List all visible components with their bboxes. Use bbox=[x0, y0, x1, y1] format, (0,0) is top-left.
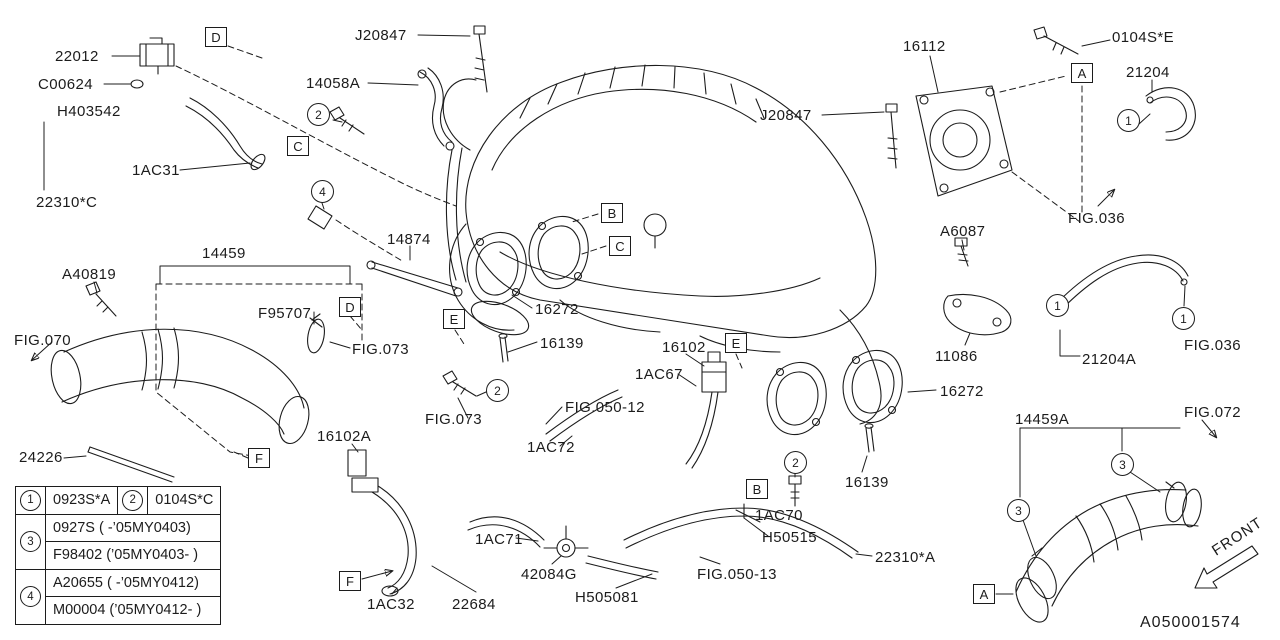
callout-circle-2-2: 2 bbox=[486, 379, 509, 402]
part-label-0104s-e: 0104S*E bbox=[1112, 29, 1175, 46]
part-label-21204: 21204 bbox=[1126, 64, 1170, 81]
part-label-22310-a: 22310*A bbox=[875, 549, 936, 566]
part-label-14459: 14459 bbox=[202, 245, 246, 262]
leader-lines bbox=[32, 34, 1216, 595]
part-label-16112: 16112 bbox=[903, 38, 946, 55]
part-label-1ac71: 1AC71 bbox=[475, 531, 523, 548]
throttle-body-shape bbox=[915, 85, 1013, 197]
legend-part-number: 0927S ( -’05MY0403) bbox=[44, 513, 222, 542]
part-label-16272-1: 16272 bbox=[535, 301, 579, 318]
part-label-fig072: FIG.072 bbox=[1184, 404, 1241, 421]
part-label-f95707: F95707 bbox=[258, 305, 312, 322]
legend-circle-3: 3 bbox=[20, 531, 41, 552]
callout-circle-2-1: 2 bbox=[307, 103, 330, 126]
part-label-fig073-2: FIG.073 bbox=[425, 411, 482, 428]
legend-row-3: F98402 (’05MY0403- ) bbox=[16, 541, 222, 570]
part-label-1ac67: 1AC67 bbox=[635, 366, 683, 383]
legend-cell: 3 bbox=[15, 513, 46, 570]
section-box-b-1: B bbox=[601, 203, 623, 223]
section-box-a-2: A bbox=[973, 584, 995, 604]
intake-duct-shape bbox=[50, 313, 325, 445]
dashed-lines bbox=[155, 45, 1083, 459]
corrugated-duct-shape bbox=[1015, 481, 1202, 623]
callout-circle-1-2: 1 bbox=[1046, 294, 1069, 317]
legend-row-4: 4 A20655 ( -’05MY0412) bbox=[15, 568, 222, 625]
part-label-fig036-1: FIG.036 bbox=[1068, 210, 1125, 227]
part-label-11086: 11086 bbox=[935, 348, 978, 365]
legend-part-number: 0923S*A bbox=[44, 486, 119, 515]
section-box-a-1: A bbox=[1071, 63, 1093, 83]
part-label-a40819: A40819 bbox=[62, 266, 117, 283]
callout-circle-2-3: 2 bbox=[784, 451, 807, 474]
part-label-fig073-1: FIG.073 bbox=[352, 341, 409, 358]
section-box-c-1: C bbox=[287, 136, 309, 156]
section-box-e-2: E bbox=[725, 333, 747, 353]
section-box-d-2: D bbox=[339, 297, 361, 317]
section-box-b-2: B bbox=[746, 479, 768, 499]
part-label-14874: 14874 bbox=[387, 231, 431, 248]
part-label-16102: 16102 bbox=[662, 339, 706, 356]
callout-circle-1-1: 1 bbox=[1117, 109, 1140, 132]
part-label-16102a: 16102A bbox=[317, 428, 372, 445]
part-label-fig050-12: FIG.050-12 bbox=[565, 399, 645, 416]
legend-circle-2: 2 bbox=[122, 489, 144, 511]
part-label-16139-2: 16139 bbox=[845, 474, 889, 491]
callout-circle-3-1: 3 bbox=[1111, 453, 1134, 476]
part-label-fig050-13: FIG.050-13 bbox=[697, 566, 777, 583]
section-box-e-1: E bbox=[443, 309, 465, 329]
part-label-1ac70: 1AC70 bbox=[755, 507, 803, 524]
section-box-c-2: C bbox=[609, 236, 631, 256]
legend-cell: 2 bbox=[117, 486, 149, 515]
part-label-1ac72: 1AC72 bbox=[527, 439, 575, 456]
part-label-42084g: 42084G bbox=[521, 566, 577, 583]
legend-part-number: M00004 (’05MY0412- ) bbox=[44, 596, 222, 625]
part-label-24226: 24226 bbox=[19, 449, 63, 466]
section-box-f-1: F bbox=[248, 448, 270, 468]
part-label-h505081: H505081 bbox=[575, 589, 639, 606]
part-label-h50515: H50515 bbox=[762, 529, 817, 546]
part-label-22684: 22684 bbox=[452, 596, 496, 613]
part-label-h403542: H403542 bbox=[57, 103, 121, 120]
part-label-a6087: A6087 bbox=[940, 223, 986, 240]
part-label-16272-2: 16272 bbox=[940, 383, 984, 400]
part-label-14058a: 14058A bbox=[306, 75, 361, 92]
part-label-1ac31: 1AC31 bbox=[132, 162, 180, 179]
part-label-fig070: FIG.070 bbox=[14, 332, 71, 349]
part-label-16139-1: 16139 bbox=[540, 335, 584, 352]
drawing-number: A050001574 bbox=[1140, 614, 1241, 631]
section-box-f-2: F bbox=[339, 571, 361, 591]
legend-part-number: F98402 (’05MY0403- ) bbox=[44, 541, 222, 570]
callout-circle-1-3: 1 bbox=[1172, 307, 1195, 330]
callout-circle-3-2: 3 bbox=[1007, 499, 1030, 522]
part-label-j20847-1: J20847 bbox=[355, 27, 407, 44]
callout-circle-4-1: 4 bbox=[311, 180, 334, 203]
legend-circle-4: 4 bbox=[20, 586, 41, 607]
front-arrow: FRONT bbox=[1194, 514, 1266, 589]
section-box-d-1: D bbox=[205, 27, 227, 47]
part-label-14459a: 14459A bbox=[1015, 411, 1070, 428]
legend-cell: 1 bbox=[15, 486, 46, 515]
part-label-21204a: 21204A bbox=[1082, 351, 1137, 368]
part-label-c00624: C00624 bbox=[38, 76, 93, 93]
gasket-shapes bbox=[466, 215, 903, 436]
legend-row-1: 1 0923S*A 2 0104S*C bbox=[15, 486, 222, 515]
part-label-1ac32: 1AC32 bbox=[367, 596, 415, 613]
small-part-shapes bbox=[87, 37, 1196, 597]
part-label-22310-c: 22310*C bbox=[36, 194, 98, 211]
part-label-22012: 22012 bbox=[55, 48, 99, 65]
legend-part-number: 0104S*C bbox=[147, 486, 222, 515]
part-label-j20847-2: J20847 bbox=[760, 107, 812, 124]
legend-part-number: A20655 ( -’05MY0412) bbox=[44, 568, 222, 597]
legend-cell: 4 bbox=[15, 568, 46, 625]
legend-table: 1 0923S*A 2 0104S*C 3 0927S ( -’05MY0403… bbox=[15, 486, 222, 625]
legend-row-2: 3 0927S ( -’05MY0403) bbox=[15, 513, 222, 570]
legend-row-5: M00004 (’05MY0412- ) bbox=[16, 596, 222, 625]
part-label-fig036-2: FIG.036 bbox=[1184, 337, 1241, 354]
bolt-shapes bbox=[85, 25, 1079, 507]
legend-circle-1: 1 bbox=[20, 489, 41, 511]
